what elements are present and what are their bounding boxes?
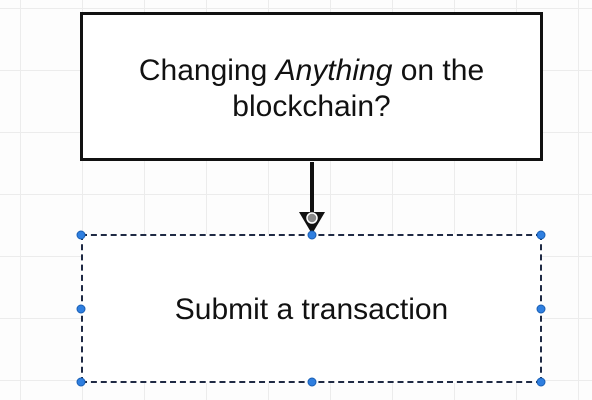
resize-handle-top-left[interactable] bbox=[76, 230, 86, 240]
decision-text-after: on the bbox=[392, 53, 485, 87]
decision-text-emphasis: Anything bbox=[275, 53, 393, 87]
action-node-selected[interactable]: Submit a transaction bbox=[81, 234, 542, 383]
resize-handle-top-right[interactable] bbox=[536, 230, 546, 240]
decision-node-line-2: blockchain? bbox=[232, 89, 391, 123]
decision-node-text: Changing Anything on the blockchain? bbox=[139, 53, 484, 125]
decision-node[interactable]: Changing Anything on the blockchain? bbox=[80, 12, 543, 161]
resize-handle-bottom-left[interactable] bbox=[76, 377, 86, 387]
connector-anchor-icon bbox=[306, 212, 318, 224]
resize-handle-middle-left[interactable] bbox=[76, 304, 86, 314]
resize-handle-bottom-center[interactable] bbox=[307, 377, 317, 387]
resize-handle-bottom-right[interactable] bbox=[536, 377, 546, 387]
resize-handle-top-center[interactable] bbox=[307, 230, 317, 240]
action-node-text: Submit a transaction bbox=[174, 292, 449, 326]
decision-node-line-1: Changing Anything on the bbox=[139, 53, 484, 89]
decision-text-before: Changing bbox=[138, 53, 276, 87]
resize-handle-middle-right[interactable] bbox=[536, 304, 546, 314]
